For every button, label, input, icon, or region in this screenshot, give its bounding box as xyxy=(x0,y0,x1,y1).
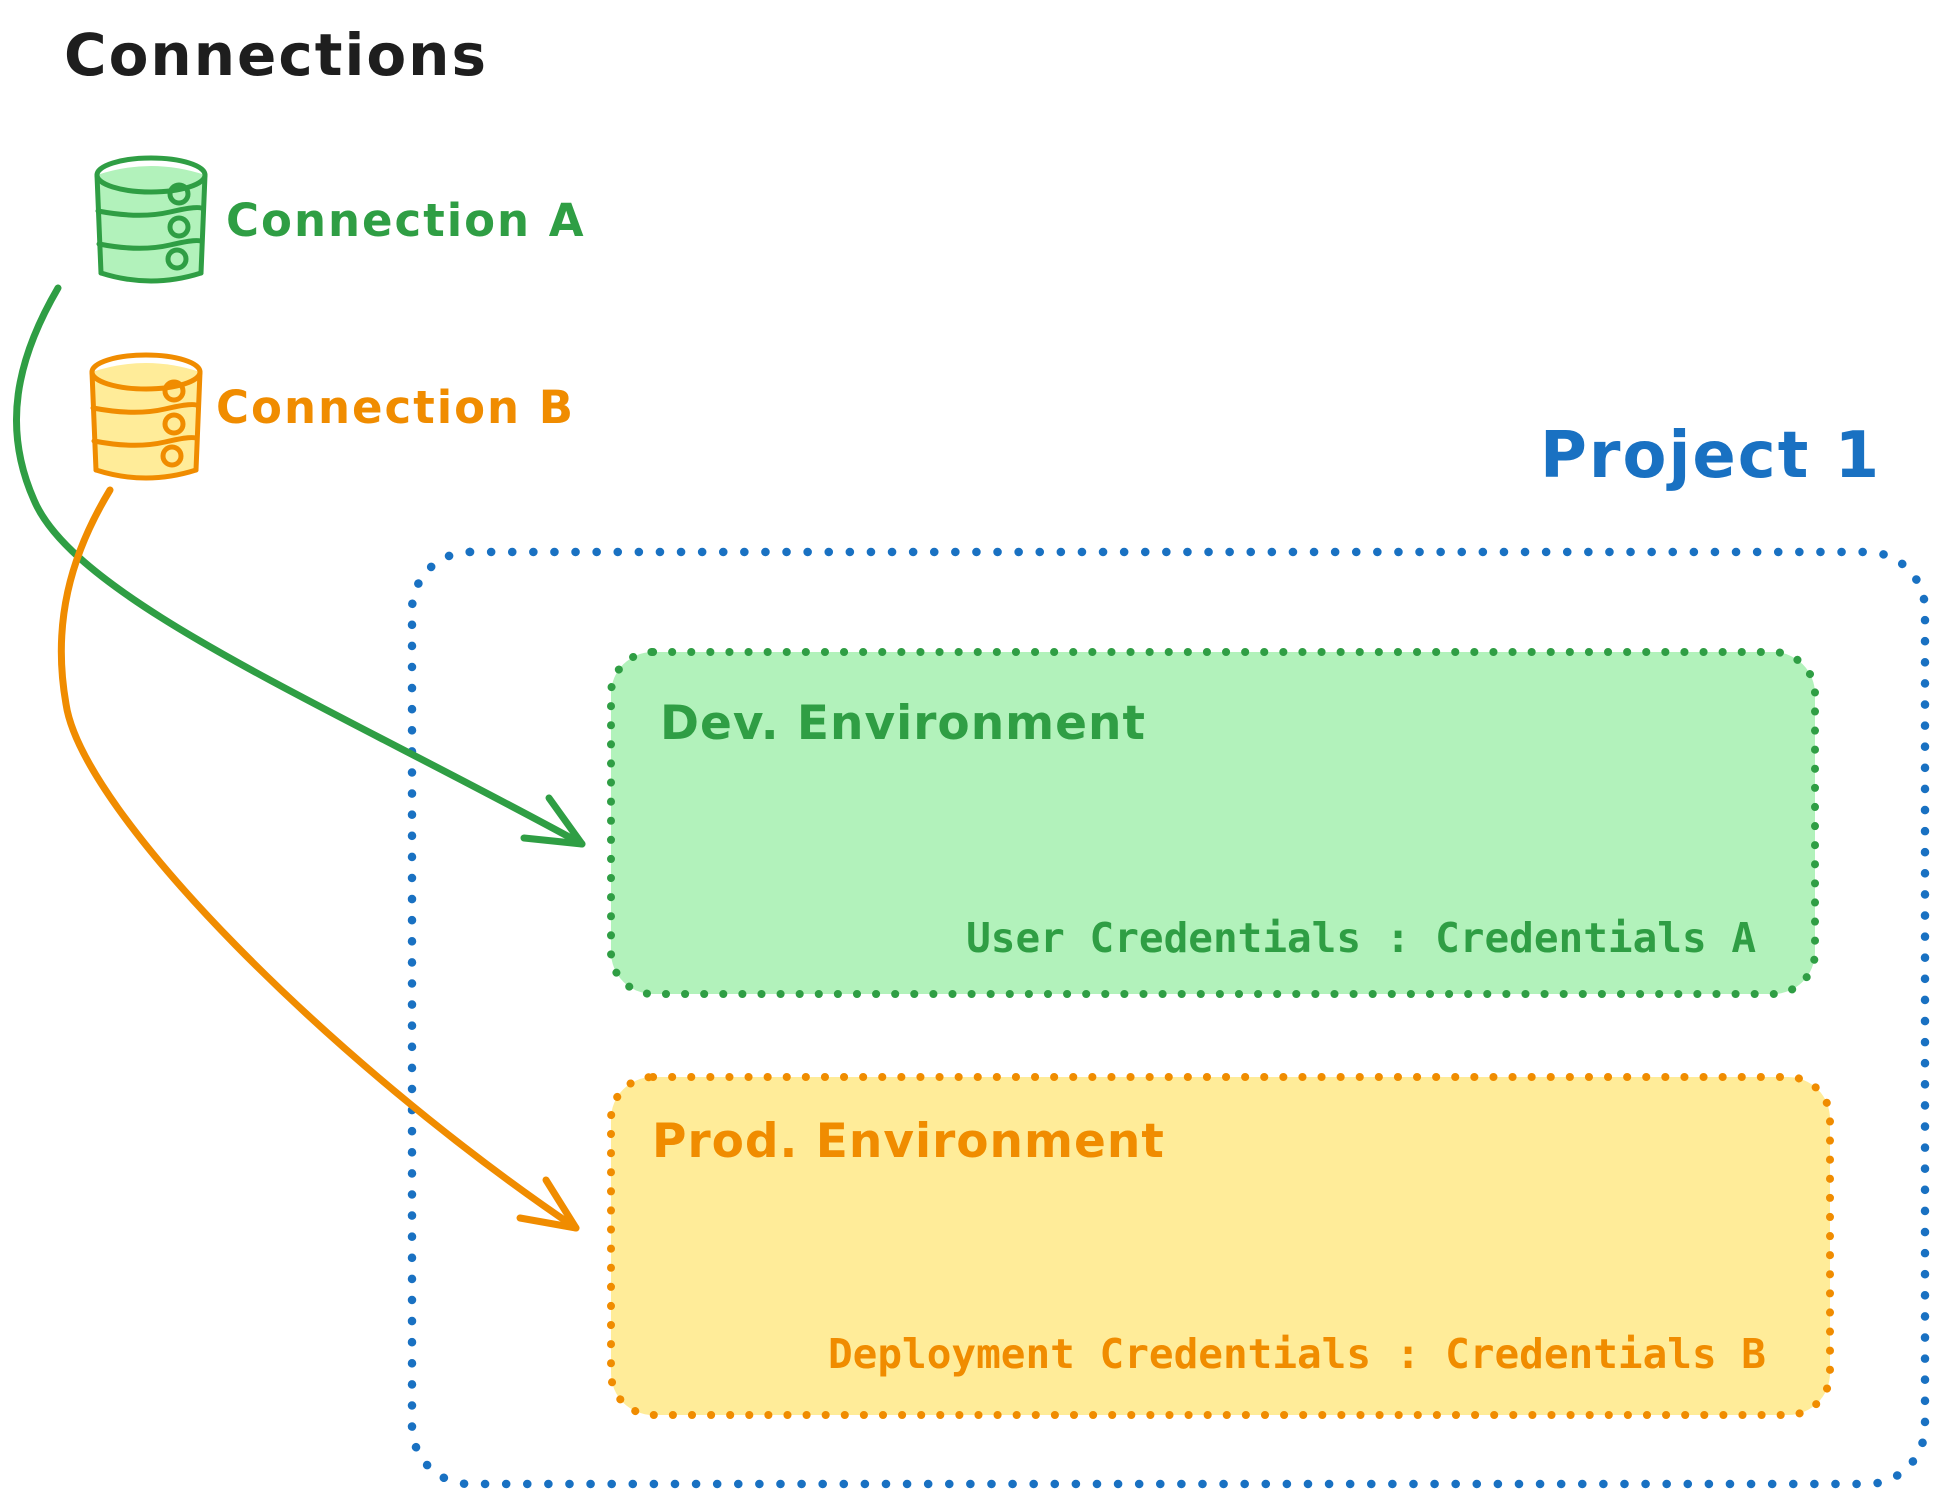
dev-environment-box xyxy=(607,648,1819,998)
project-title: Project 1 xyxy=(1540,419,1882,493)
arrow-shaft xyxy=(12,284,586,848)
database-body-fill xyxy=(97,166,205,282)
prod-environment-title: Prod. Environment xyxy=(652,1114,1165,1169)
project-box-border xyxy=(407,547,1930,1489)
arrow-connection-b-to-prod xyxy=(57,486,580,1232)
dev-environment-title: Dev. Environment xyxy=(660,696,1146,751)
connection-a-database-icon xyxy=(94,155,208,284)
dev-environment-credentials: User Credentials : Credentials A xyxy=(966,914,1756,962)
arrow-connection-a-to-dev xyxy=(12,284,586,848)
database-body-fill xyxy=(92,363,200,479)
arrowhead xyxy=(516,1176,580,1232)
arrowhead xyxy=(520,794,586,848)
connection-a-label: Connection A xyxy=(226,194,586,247)
prod-environment-box xyxy=(607,1073,1834,1419)
connection-b-label: Connection B xyxy=(216,381,576,434)
connection-b-database-icon xyxy=(89,352,203,481)
arrow-shaft xyxy=(57,486,580,1232)
connections-title: Connections xyxy=(64,21,488,89)
prod-environment-credentials: Deployment Credentials : Credentials B xyxy=(828,1330,1766,1378)
